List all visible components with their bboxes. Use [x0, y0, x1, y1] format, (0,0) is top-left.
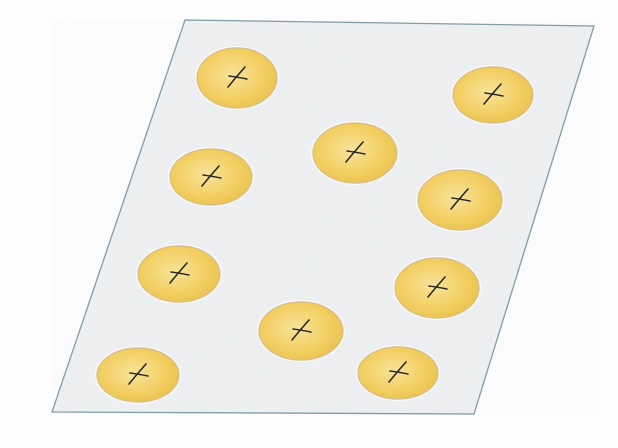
- circle-items: [95, 46, 535, 404]
- yellow-circle: [137, 245, 221, 303]
- yellow-circle-item: [311, 121, 399, 185]
- yellow-circle: [312, 122, 398, 184]
- x-mark-icon: [483, 83, 504, 105]
- yellow-circle: [357, 346, 439, 400]
- yellow-circle: [258, 301, 344, 361]
- x-mark-icon: [427, 276, 448, 298]
- yellow-circle: [417, 169, 503, 231]
- x-mark-icon: [450, 188, 471, 210]
- x-mark-icon: [388, 361, 409, 383]
- x-mark-icon: [201, 165, 222, 187]
- yellow-circle-item: [95, 346, 181, 404]
- yellow-circle-item: [451, 65, 535, 125]
- yellow-circle: [96, 347, 180, 403]
- yellow-circle-item: [416, 168, 504, 232]
- yellow-circle: [452, 66, 534, 124]
- yellow-circle: [394, 257, 480, 319]
- yellow-circle-item: [195, 46, 279, 110]
- yellow-circle-item: [136, 244, 222, 304]
- yellow-circle-item: [168, 147, 254, 207]
- yellow-circle-item: [356, 345, 440, 401]
- x-mark-icon: [345, 141, 366, 163]
- yellow-circle: [196, 47, 278, 109]
- x-mark-icon: [128, 363, 149, 385]
- yellow-circle-item: [257, 300, 345, 362]
- yellow-circle: [169, 148, 253, 206]
- yellow-circle-item: [393, 256, 481, 320]
- x-mark-icon: [169, 262, 190, 284]
- x-mark-icon: [227, 66, 248, 88]
- x-mark-icon: [291, 319, 312, 341]
